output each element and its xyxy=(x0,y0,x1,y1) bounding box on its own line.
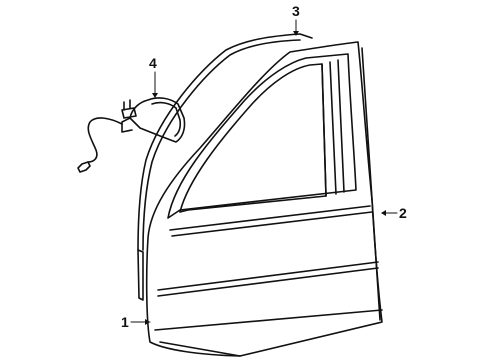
callout-3: 3 xyxy=(292,3,300,19)
callout-4: 4 xyxy=(149,55,157,71)
mirror-part-4 xyxy=(77,97,186,173)
leader-arrowheads xyxy=(145,31,386,325)
callout-2: 2 xyxy=(399,205,407,221)
door-shell-part-2 xyxy=(145,41,383,357)
callout-1: 1 xyxy=(121,314,129,330)
weatherstrip-part-3 xyxy=(137,33,313,301)
